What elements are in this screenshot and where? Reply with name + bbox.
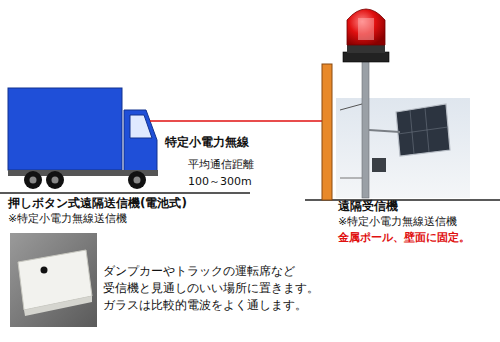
transmitter-photo xyxy=(10,233,97,327)
transmitter-title: 押しボタン式遠隔送信機(電池式) xyxy=(8,196,187,212)
ground-line xyxy=(305,199,500,201)
receiver-photo xyxy=(336,58,470,198)
orange-pole xyxy=(322,64,332,200)
transmitter-note: ※特定小電力無線送信機 xyxy=(8,212,127,226)
receiver-note: ※特定小電力無線送信機 xyxy=(338,215,457,229)
distance-value: 100～300m xyxy=(188,175,252,189)
distance-label: 平均通信距離 xyxy=(188,158,254,172)
truck xyxy=(8,88,158,189)
road-line xyxy=(0,192,250,194)
radio-line xyxy=(150,120,322,121)
warning-light xyxy=(343,9,389,62)
signal-name: 特定小電力無線 xyxy=(165,135,249,151)
placement-note: ダンプカーやトラックの運転席など 受信機と見通しのいい場所に置きます。 ガラスは… xyxy=(103,263,335,314)
mounting-note: 金属ポール、壁面に固定。 xyxy=(338,231,470,245)
receiver-title: 遠隔受信機 xyxy=(338,199,398,215)
